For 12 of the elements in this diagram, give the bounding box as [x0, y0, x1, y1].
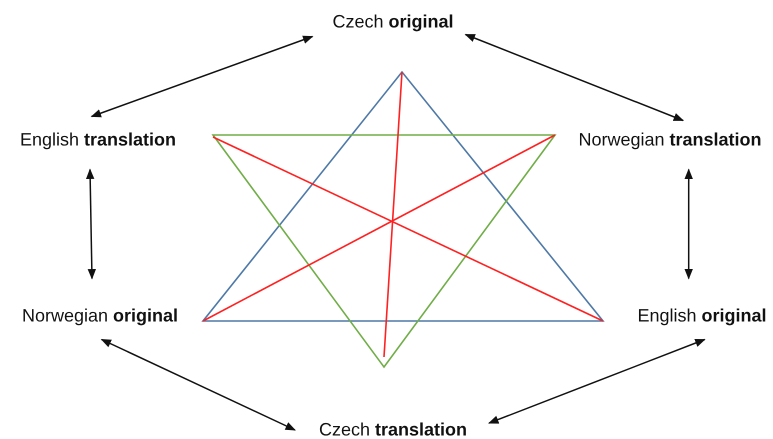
double-arrow [684, 168, 693, 280]
double-arrow [464, 34, 684, 122]
language-label: English original [635, 304, 769, 328]
double-arrow [488, 338, 706, 424]
language-label: English translation [18, 128, 178, 152]
language-label: Norwegian original [20, 304, 180, 328]
language-label: Czech translation [316, 418, 470, 439]
language-label: Czech original [330, 10, 456, 34]
language-label: Norwegian translation [576, 128, 764, 152]
double-arrow [90, 36, 314, 118]
double-arrow [100, 338, 296, 431]
double-arrow [86, 168, 96, 280]
